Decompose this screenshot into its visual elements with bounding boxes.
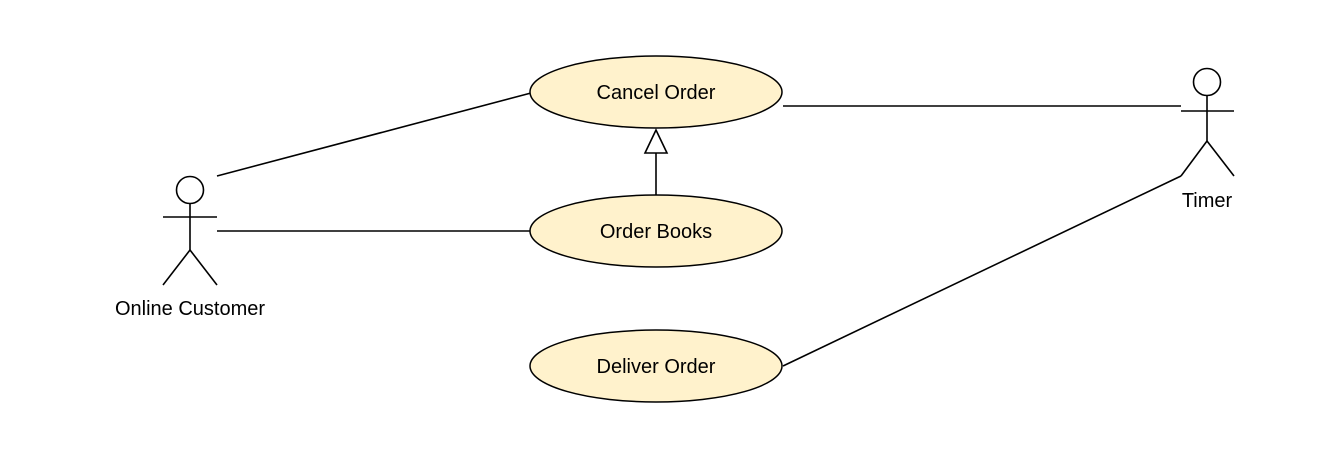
actor-timer[interactable]: Timer <box>1180 67 1235 213</box>
use-case-cancel-order-ellipse <box>529 55 783 129</box>
use-case-deliver-order-ellipse <box>529 329 783 403</box>
use-case-order-books-label: Order Books <box>600 221 712 243</box>
use-case-cancel-order[interactable]: Cancel Order <box>529 55 783 129</box>
use-case-cancel-order-label: Cancel Order <box>597 82 716 104</box>
actor-online-customer[interactable]: Online Customer <box>115 175 265 321</box>
use-case-order-books[interactable]: Order Books <box>529 194 783 268</box>
use-case-deliver-order[interactable]: Deliver Order <box>529 329 783 403</box>
actor-stick-figure-icon <box>162 175 218 286</box>
association-timer-deliver-order <box>782 175 1182 367</box>
generalization-arrowhead <box>643 128 669 154</box>
use-case-deliver-order-label: Deliver Order <box>597 356 716 378</box>
use-case-order-books-ellipse <box>529 194 783 268</box>
actor-stick-figure-icon <box>1180 67 1235 177</box>
actor-online-customer-label: Online Customer <box>115 298 265 320</box>
association-customer-cancel-order <box>216 92 532 177</box>
actor-timer-label: Timer <box>1182 190 1233 212</box>
